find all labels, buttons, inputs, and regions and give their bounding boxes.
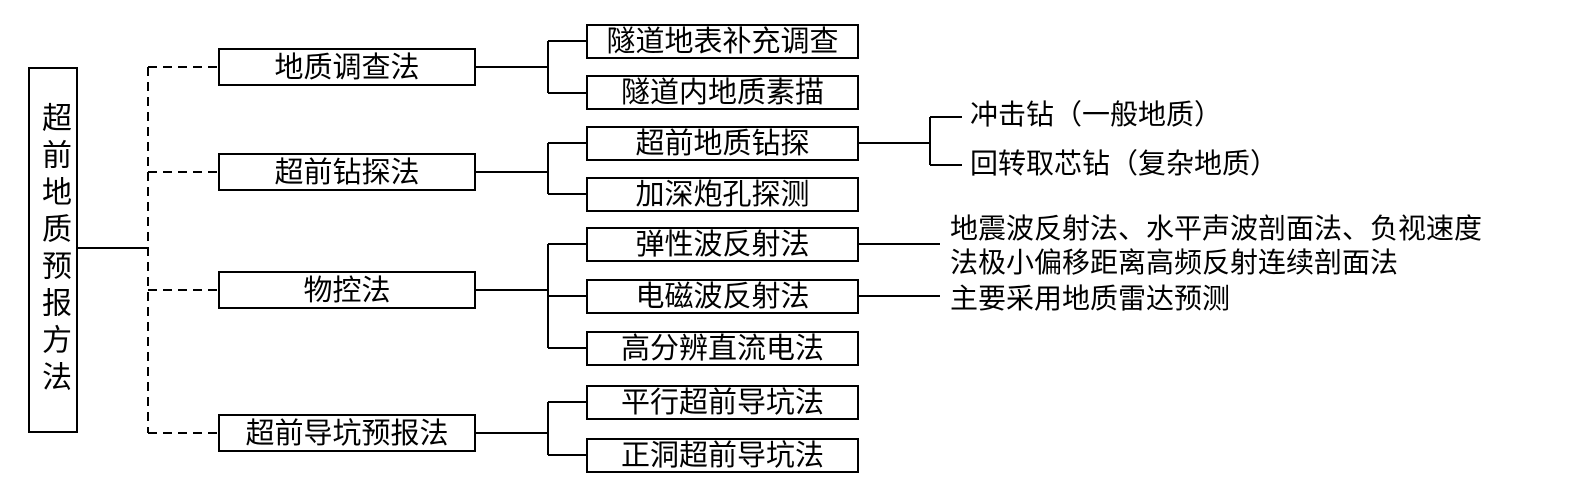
submethod-box: 隧道地表补充调查 xyxy=(586,24,859,59)
submethod-box: 正洞超前导坑法 xyxy=(586,438,859,473)
submethod-label: 正洞超前导坑法 xyxy=(620,438,824,472)
method-advance-drilling: 超前钻探法 xyxy=(218,153,476,191)
submethod-label: 隧道内地质素描 xyxy=(620,75,824,109)
method-pilot-tunnel: 超前导坑预报法 xyxy=(218,414,476,452)
submethod-label: 平行超前导坑法 xyxy=(620,385,824,419)
submethod-box: 隧道内地质素描 xyxy=(586,75,859,110)
method-label: 物控法 xyxy=(303,272,391,307)
drill-note-percussion: 冲击钻（一般地质） xyxy=(970,98,1223,131)
method-label: 超前钻探法 xyxy=(274,154,420,189)
submethod-label: 加深炮孔探测 xyxy=(635,177,810,211)
submethod-label: 电磁波反射法 xyxy=(635,279,810,313)
em-wave-note: 主要采用地质雷达预测 xyxy=(950,282,1231,315)
root-node: 超前地质预报方法 xyxy=(28,67,78,433)
submethod-box: 电磁波反射法 xyxy=(586,279,859,314)
elastic-wave-note-line1: 地震波反射法、水平声波剖面法、负视速度 xyxy=(950,212,1483,245)
submethod-box: 超前地质钻探 xyxy=(586,126,859,161)
drill-note-core: 回转取芯钻（复杂地质） xyxy=(970,147,1279,180)
elastic-wave-note-line2: 法极小偏移距离高频反射连续剖面法 xyxy=(950,246,1399,279)
submethod-box: 加深炮孔探测 xyxy=(586,177,859,212)
method-geology-survey: 地质调查法 xyxy=(218,48,476,86)
method-geophysical: 物控法 xyxy=(218,271,476,309)
root-label: 超前地质预报方法 xyxy=(36,102,71,398)
submethod-label: 弹性波反射法 xyxy=(635,227,810,261)
method-label: 超前导坑预报法 xyxy=(245,415,449,450)
submethod-label: 超前地质钻探 xyxy=(635,126,810,160)
method-label: 地质调查法 xyxy=(274,49,420,84)
submethod-box: 高分辨直流电法 xyxy=(586,331,859,366)
submethod-box: 弹性波反射法 xyxy=(586,227,859,262)
submethod-label: 高分辨直流电法 xyxy=(620,331,824,365)
submethod-box: 平行超前导坑法 xyxy=(586,385,859,420)
dashed-trunk xyxy=(147,66,218,434)
submethod-label: 隧道地表补充调查 xyxy=(606,24,839,58)
